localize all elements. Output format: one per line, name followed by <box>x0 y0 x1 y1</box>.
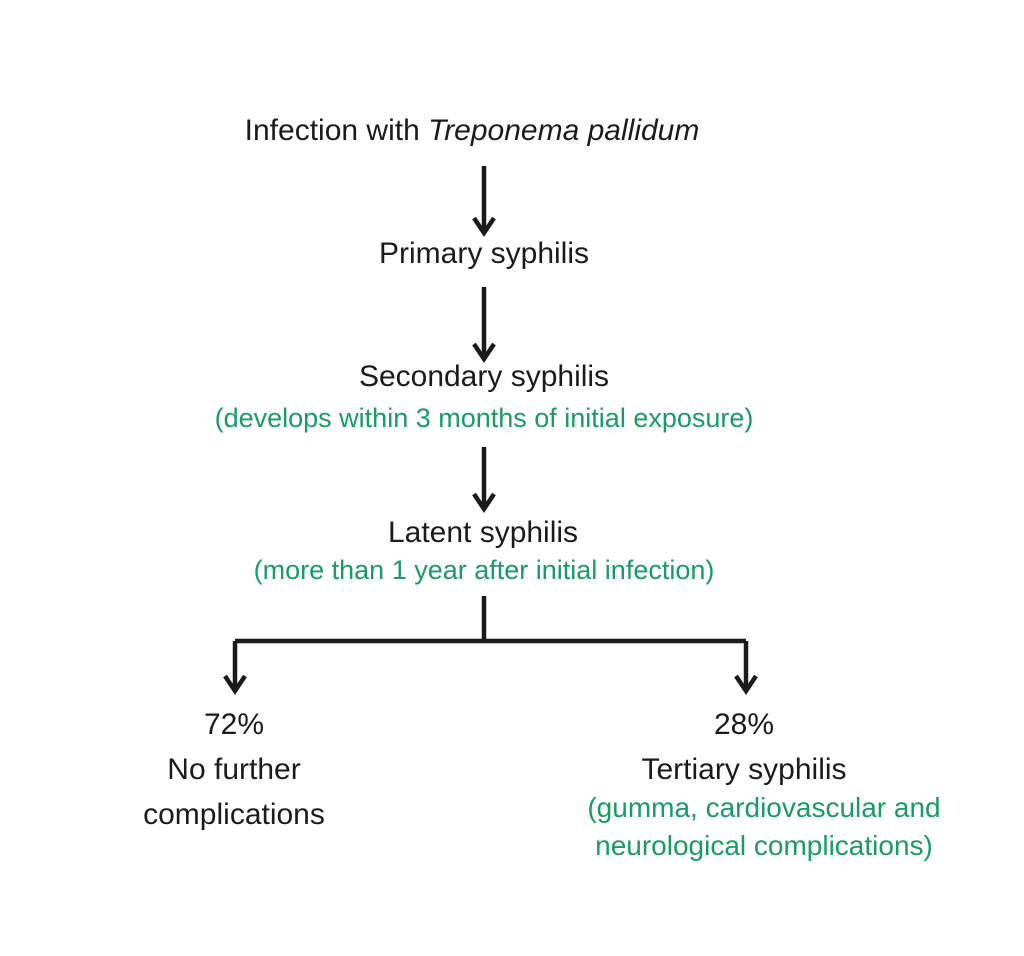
stage-latent-note: (more than 1 year after initial infectio… <box>253 555 715 585</box>
branch-connector <box>223 596 758 696</box>
outcome-tertiary: 28% Tertiary syphilis <box>641 702 846 792</box>
stage-secondary-label: Secondary syphilis <box>358 360 610 393</box>
stage-secondary-note: (develops within 3 months of initial exp… <box>214 403 754 433</box>
flow-title: Infection with Treponema pallidum <box>245 112 700 150</box>
stage-latent-label: Latent syphilis <box>387 516 579 549</box>
stage-primary-label: Primary syphilis <box>378 237 590 270</box>
arrow-primary-to-secondary <box>472 287 496 364</box>
outcome-left-label-line2: complications <box>143 798 325 831</box>
flow-title-prefix: Infection with <box>244 114 429 147</box>
outcome-tertiary-note: (gumma, cardiovascular and neurological … <box>587 789 940 865</box>
outcome-right-label: Tertiary syphilis <box>641 753 847 786</box>
arrow-secondary-to-latent <box>472 447 496 514</box>
outcome-left-label-line1: No further <box>167 753 301 786</box>
outcome-right-percent: 28% <box>713 708 775 741</box>
branch-left-arrowhead <box>223 674 247 696</box>
outcome-tertiary-note-line2: neurological complications) <box>595 830 933 861</box>
species-name: Treponema pallidum <box>428 114 700 147</box>
arrow-infection-to-primary <box>472 166 496 238</box>
outcome-left-percent: 72% <box>203 708 265 741</box>
outcome-tertiary-note-line1: (gumma, cardiovascular and <box>587 792 941 823</box>
outcome-no-complications: 72% No further complications <box>143 702 325 837</box>
branch-right-arrowhead <box>734 674 758 696</box>
